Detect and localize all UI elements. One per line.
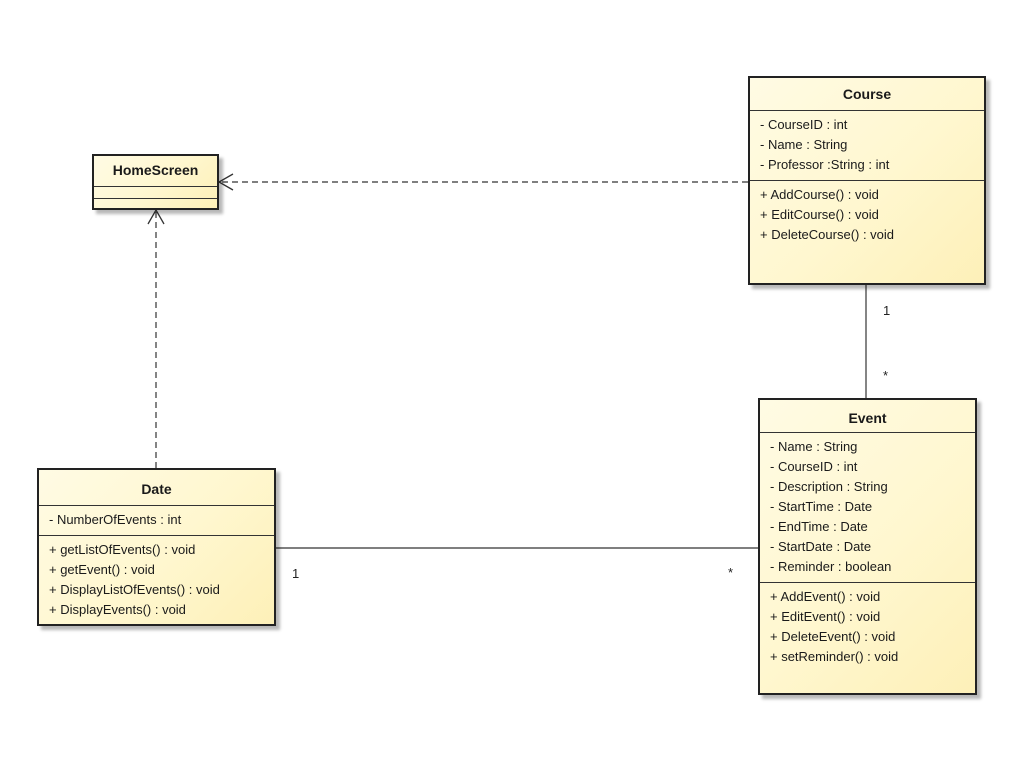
- class-operations-event: + AddEvent() : void + EditEvent() : void…: [760, 583, 975, 672]
- attribute-endtime: - EndTime : Date: [770, 519, 868, 534]
- attribute-professor: - Professor :String : int: [760, 157, 890, 172]
- multiplicity-event-end-course: *: [883, 368, 889, 383]
- dependency-arrowhead-course: [217, 173, 234, 191]
- class-attributes-event: - Name : String - CourseID : int - Descr…: [760, 433, 975, 583]
- operation-displaylistofevents: + DisplayListOfEvents() : void: [49, 582, 220, 597]
- attribute-name: - Name : String: [770, 439, 858, 454]
- operation-addevent: + AddEvent() : void: [770, 589, 881, 604]
- class-name-event: Event: [760, 400, 975, 433]
- class-attributes-date: - NumberOfEvents : int: [39, 506, 274, 536]
- attribute-starttime: - StartTime : Date: [770, 499, 873, 514]
- dependency-arrowhead-date: [147, 208, 165, 225]
- class-name-date: Date: [39, 470, 274, 506]
- class-operations-course: + AddCourse() : void + EditCourse() : vo…: [750, 181, 984, 250]
- class-name-homescreen: HomeScreen: [94, 156, 217, 187]
- operation-editcourse: + EditCourse() : void: [760, 207, 879, 222]
- operation-displayevents: + DisplayEvents() : void: [49, 602, 186, 617]
- class-course[interactable]: Course - CourseID : int - Name : String …: [748, 76, 986, 285]
- class-date[interactable]: Date - NumberOfEvents : int + getListOfE…: [37, 468, 276, 626]
- class-name-course: Course: [750, 78, 984, 111]
- class-event[interactable]: Event - Name : String - CourseID : int -…: [758, 398, 977, 695]
- operation-getevent: + getEvent() : void: [49, 562, 155, 577]
- operation-getlistofevents: + getListOfEvents() : void: [49, 542, 196, 557]
- attribute-courseid: - CourseID : int: [770, 459, 858, 474]
- attribute-numberofevents: - NumberOfEvents : int: [49, 512, 182, 527]
- attribute-description: - Description : String: [770, 479, 888, 494]
- attribute-startdate: - StartDate : Date: [770, 539, 872, 554]
- attribute-reminder: - Reminder : boolean: [770, 559, 892, 574]
- class-attributes-course: - CourseID : int - Name : String - Profe…: [750, 111, 984, 181]
- multiplicity-course-end: 1: [883, 303, 891, 318]
- multiplicity-date-end: 1: [292, 566, 300, 581]
- attribute-courseid: - CourseID : int: [760, 117, 848, 132]
- operation-editevent: + EditEvent() : void: [770, 609, 881, 624]
- multiplicity-event-end-date: *: [728, 565, 734, 580]
- operation-addcourse: + AddCourse() : void: [760, 187, 879, 202]
- operation-deleteevent: + DeleteEvent() : void: [770, 629, 896, 644]
- operation-setreminder: + setReminder() : void: [770, 649, 899, 664]
- class-attributes-homescreen: [94, 187, 217, 199]
- class-homescreen[interactable]: HomeScreen: [92, 154, 219, 210]
- attribute-name: - Name : String: [760, 137, 848, 152]
- operation-deletecourse: + DeleteCourse() : void: [760, 227, 895, 242]
- class-operations-date: + getListOfEvents() : void + getEvent() …: [39, 536, 274, 625]
